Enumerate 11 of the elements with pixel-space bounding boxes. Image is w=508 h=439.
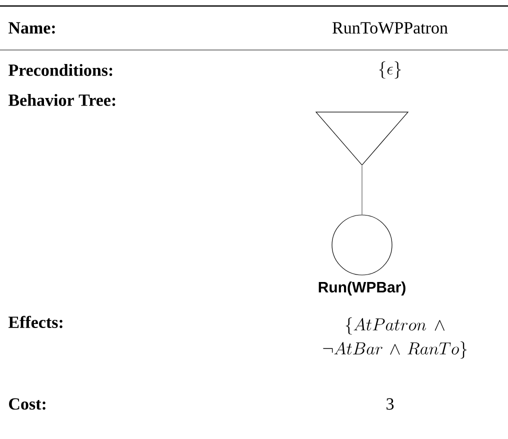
cell-value: RunToWPPatron — [332, 22, 448, 34]
cell-formula: $\{\epsilon\}$ — [379, 61, 401, 79]
row-heading: Cost: — [9, 398, 46, 410]
cell-value: 3 — [386, 398, 394, 410]
row-heading: Behavior Tree: — [8, 94, 116, 106]
circle-node — [332, 214, 392, 276]
cell-formula: $\{AtPatron \wedge \neg AtBar \wedge RanTo\}$ — [323, 317, 467, 359]
row-heading: Name: — [8, 22, 55, 34]
row-heading: Preconditions: — [8, 64, 112, 76]
node-label: Run(WPBar) — [318, 282, 406, 296]
row-heading: Effects: — [8, 316, 62, 328]
